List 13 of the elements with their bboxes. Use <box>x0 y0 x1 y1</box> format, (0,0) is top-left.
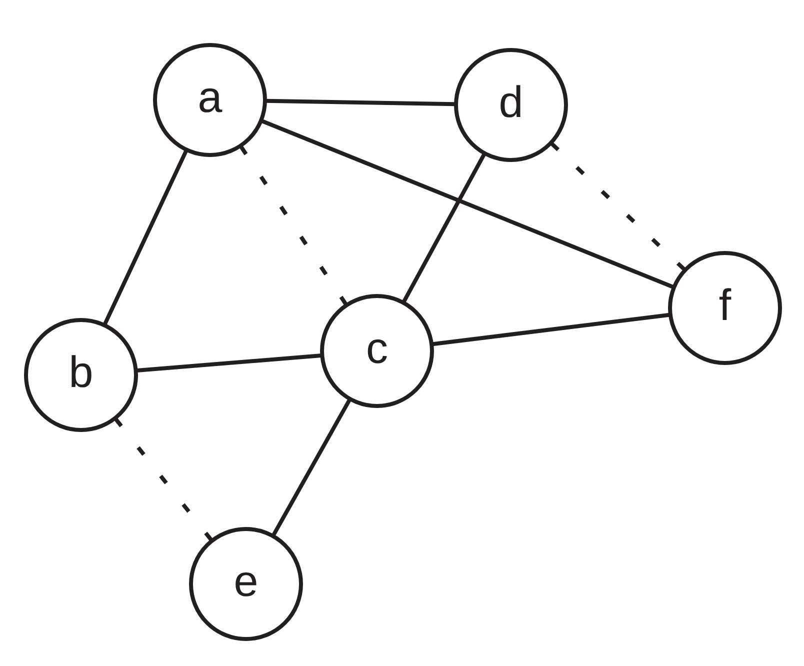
edge-line <box>136 354 322 372</box>
vertex-label: d <box>498 81 524 125</box>
vertex-label: f <box>718 284 732 328</box>
edge-line <box>261 119 674 289</box>
vertex-label: c <box>366 327 388 371</box>
edge-line <box>432 312 670 346</box>
edge-line <box>272 398 352 536</box>
edge-line <box>402 153 486 303</box>
edge-line <box>266 98 456 106</box>
vertex-label: e <box>234 560 258 604</box>
vertex-label: a <box>198 76 222 120</box>
vertex-label: b <box>68 351 94 395</box>
edge-line <box>102 150 188 326</box>
